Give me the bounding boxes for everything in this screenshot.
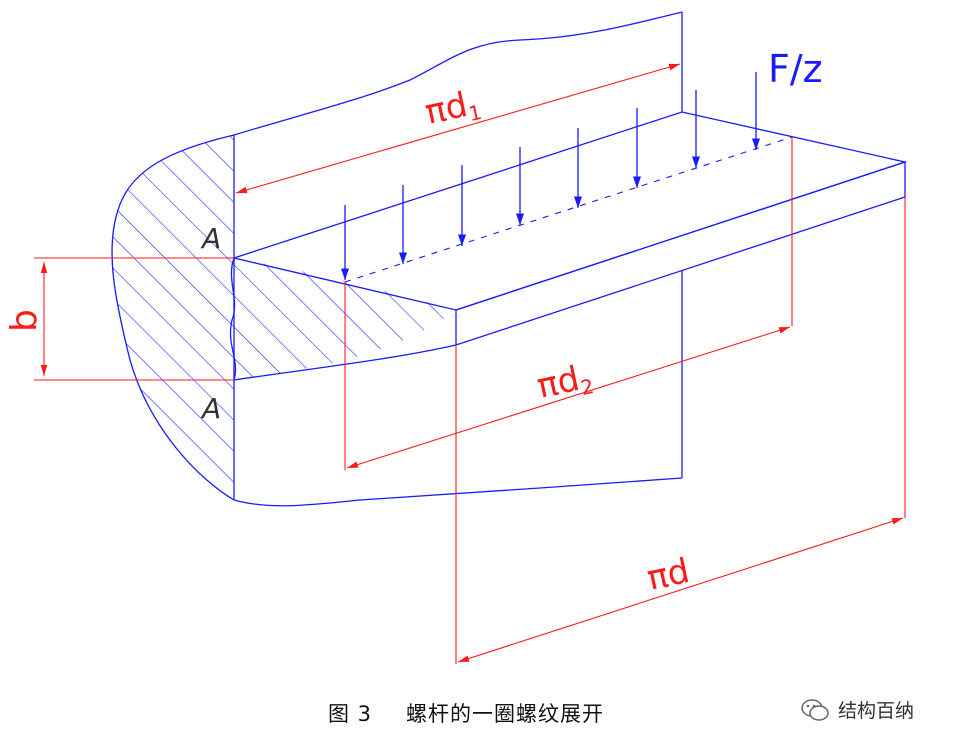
thread-front-edge bbox=[455, 161, 906, 311]
figure-title: 螺杆的一圈螺纹展开 bbox=[406, 702, 605, 726]
watermark: 结构百纳 bbox=[800, 696, 914, 723]
thread-front-bottom bbox=[455, 196, 906, 346]
dimension-pi-d bbox=[455, 197, 906, 664]
label-b: b bbox=[4, 309, 45, 332]
force-arrows bbox=[340, 72, 761, 280]
pitch-line bbox=[344, 136, 793, 283]
figure-caption: 图 3 螺杆的一圈螺纹展开 bbox=[328, 698, 604, 728]
label-section-a-bottom: A bbox=[200, 392, 221, 425]
section-inner-line bbox=[229, 257, 237, 381]
dimension-b bbox=[34, 257, 234, 381]
figure-number: 图 3 bbox=[328, 702, 373, 726]
break-outline bbox=[111, 134, 235, 501]
label-pi-d1: πd1 bbox=[422, 82, 484, 134]
watermark-text: 结构百纳 bbox=[838, 700, 915, 722]
label-pi-d: πd bbox=[644, 551, 693, 599]
dimension-pi-d2 bbox=[344, 137, 793, 470]
wechat-logo-icon bbox=[801, 698, 829, 721]
label-pi-d2: πd2 bbox=[534, 356, 596, 408]
dimension-pi-d1 bbox=[235, 63, 681, 194]
label-force: F/z bbox=[768, 47, 823, 91]
bottom-break-line bbox=[233, 477, 683, 507]
hatched-section bbox=[111, 135, 456, 500]
label-section-a-top: A bbox=[200, 222, 221, 255]
